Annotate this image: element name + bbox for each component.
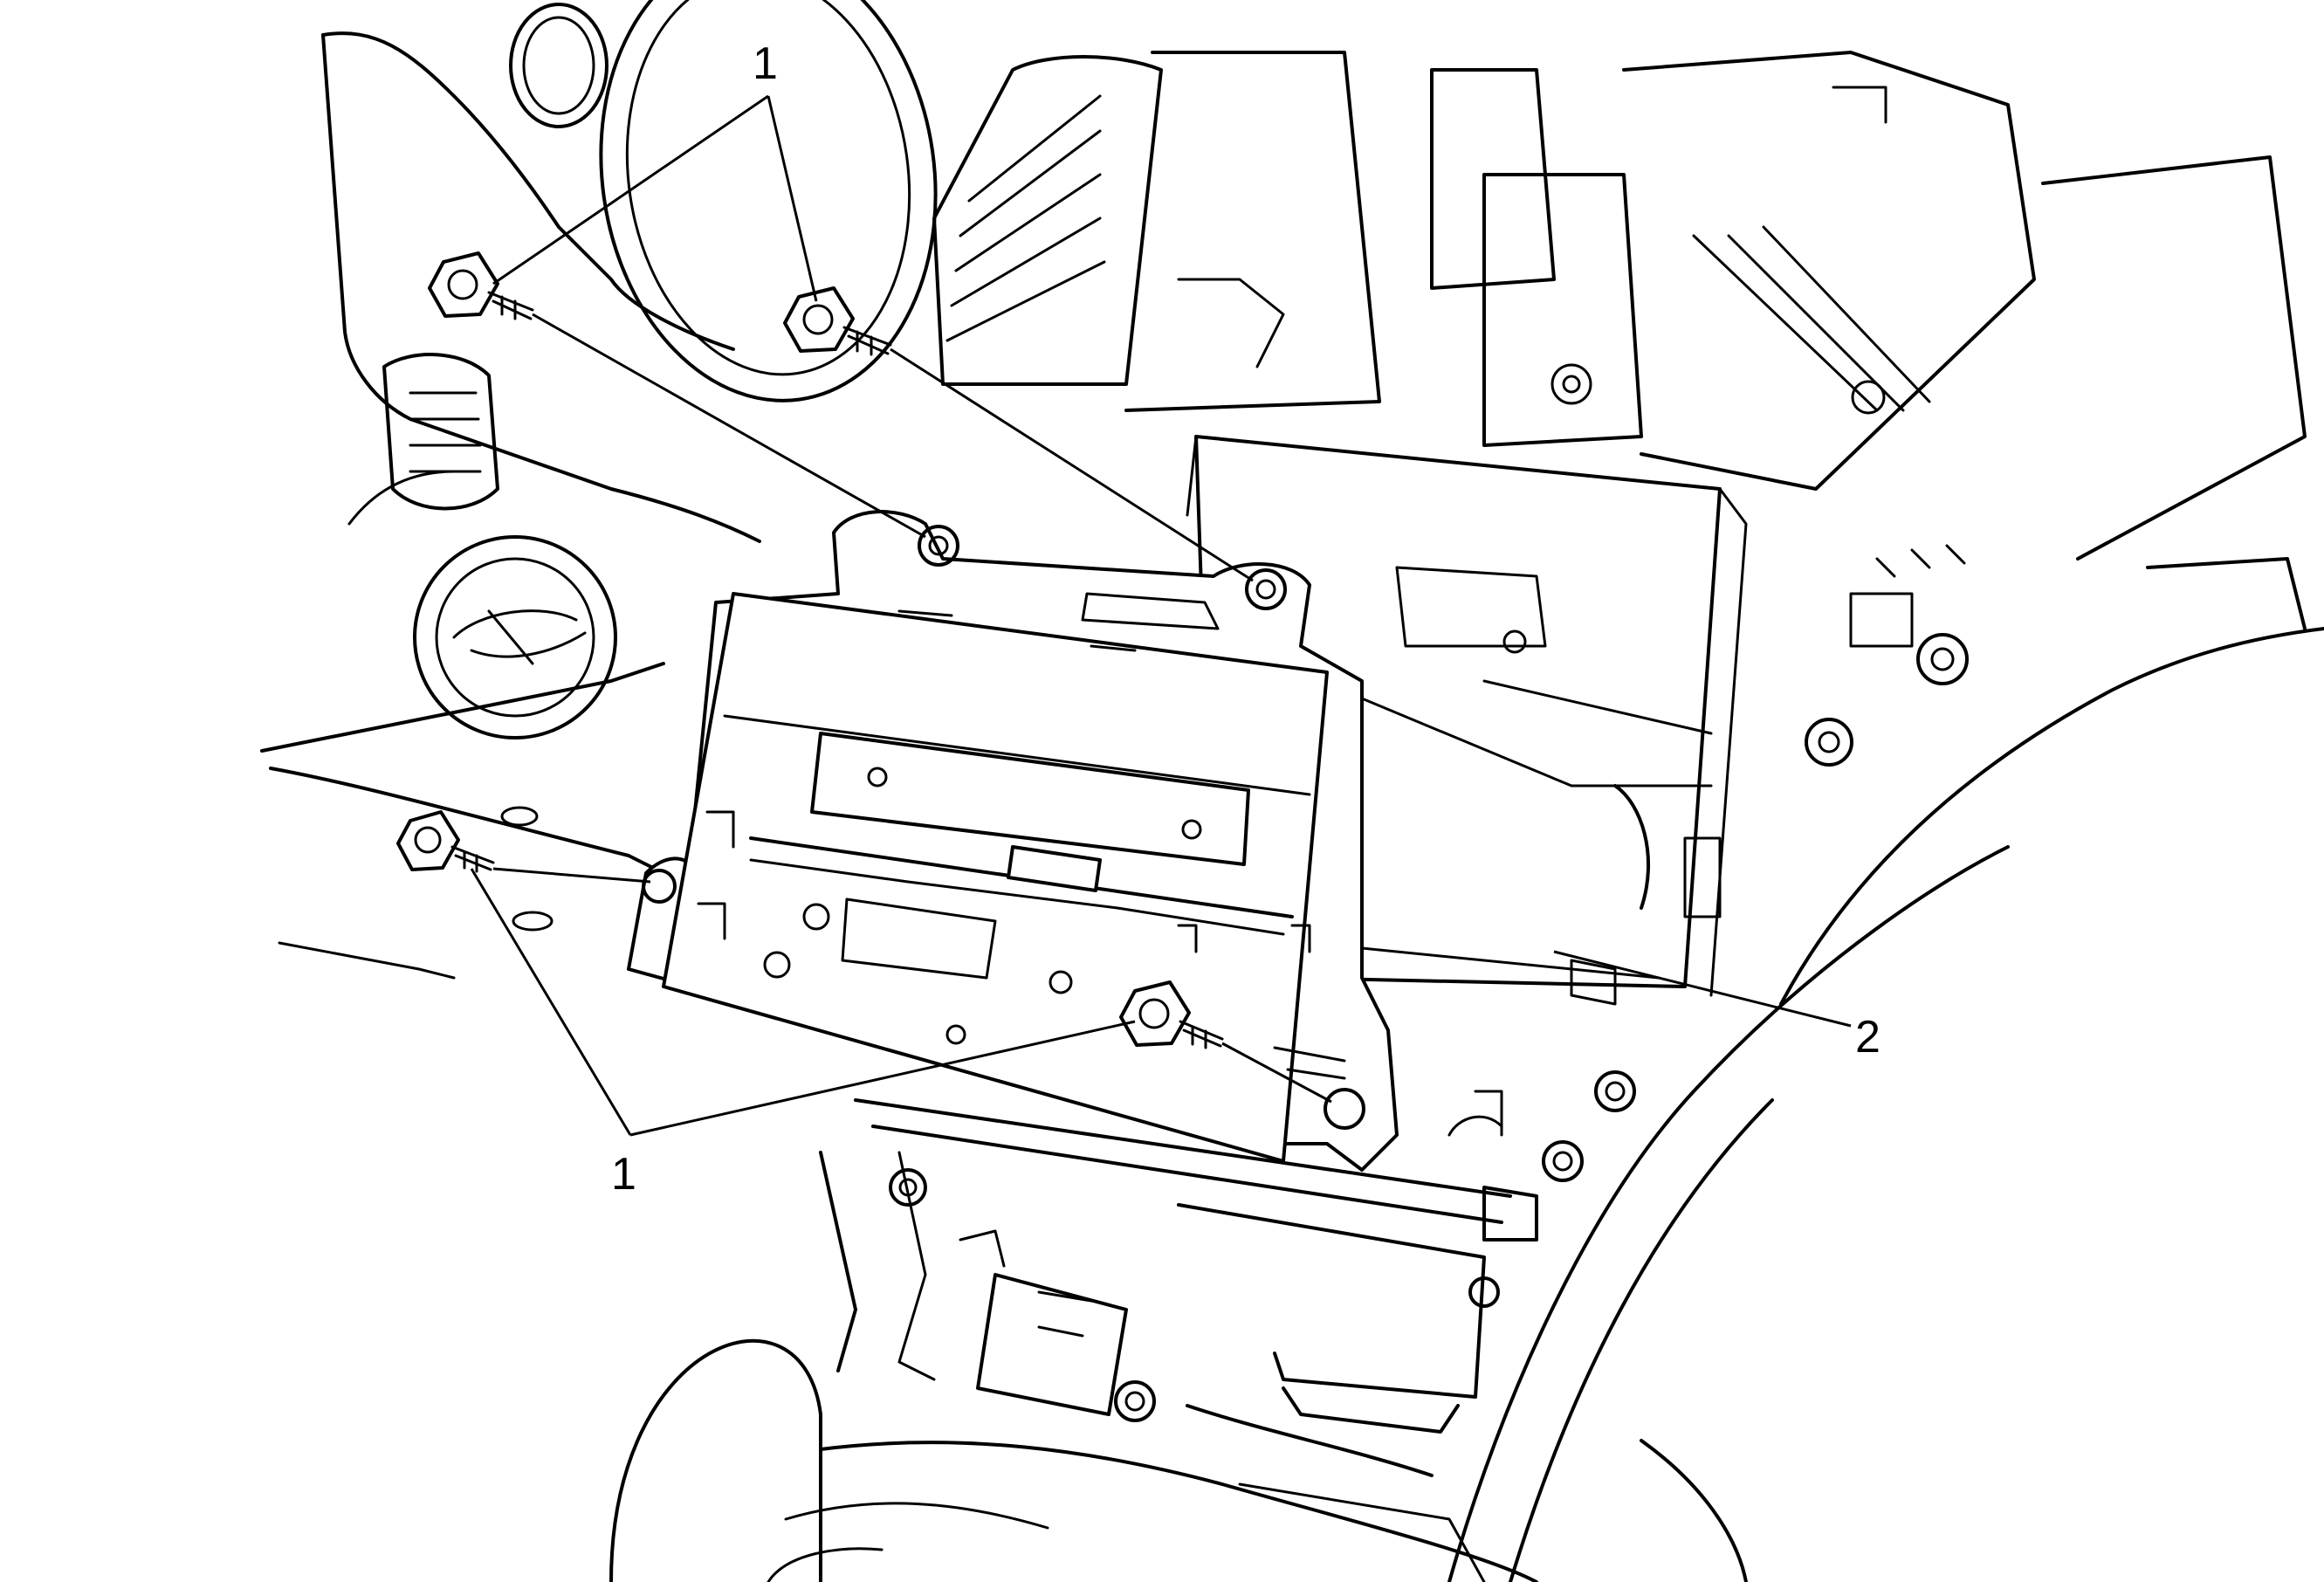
callout-1-bottom: 1 xyxy=(611,1149,636,1200)
callout-1-top: 1 xyxy=(753,38,778,89)
callout-2: 2 xyxy=(1855,1012,1881,1063)
bolt-install-paths xyxy=(492,313,1332,1104)
radio-chassis xyxy=(627,510,1399,1172)
center-vent-duct xyxy=(932,51,2307,767)
radio-bolt-bottom-right xyxy=(1119,980,1224,1049)
radio-bolt-top-left xyxy=(428,251,534,320)
radio-bolt-top-right xyxy=(783,286,892,356)
right-trim-panel xyxy=(1447,627,2324,1582)
center-console xyxy=(609,1098,1748,1582)
radio-bolt-bottom-left xyxy=(396,810,495,873)
callout-leaders xyxy=(470,94,1852,1137)
instrument-panel xyxy=(260,0,938,980)
